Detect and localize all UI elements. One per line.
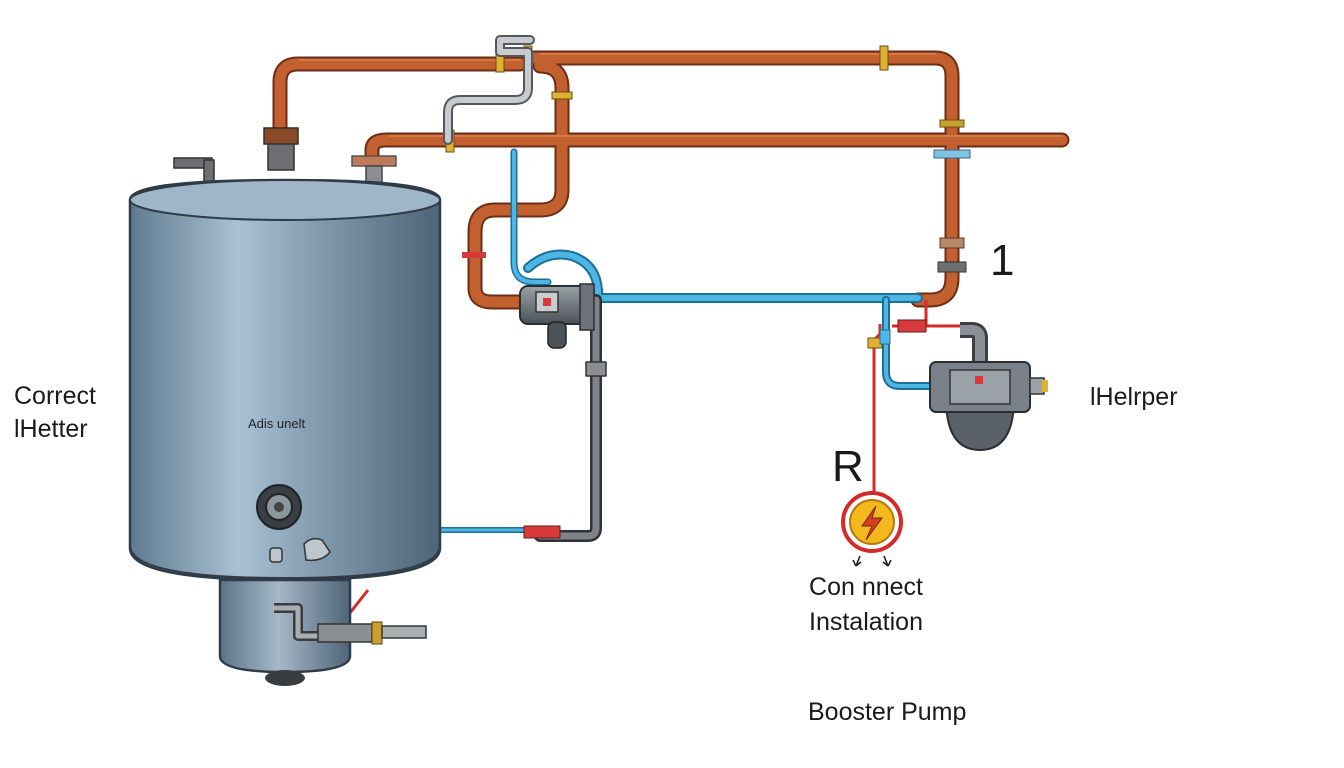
grey-supply-pipe <box>534 294 607 542</box>
cold-water-lines <box>437 148 934 533</box>
helper-label: lHelrper <box>1090 383 1178 411</box>
booster-pump-label: Booster Pump <box>808 698 967 726</box>
connect-label-line1: Con nnect <box>809 573 923 601</box>
water-heater-tank <box>128 157 442 686</box>
r-marker: R <box>832 442 864 491</box>
connect-label-line2: Instalation <box>809 608 923 636</box>
tank-gauge-icon <box>256 484 302 530</box>
connect-installation-label: Con nnect Instalation <box>796 570 936 640</box>
pump-icon <box>929 361 1048 452</box>
circulation-pump <box>519 283 595 349</box>
grey-pipe-top <box>443 35 535 145</box>
valve-icon <box>269 537 331 563</box>
number-marker: 1 <box>990 236 1015 285</box>
pipe-fittings <box>263 45 971 273</box>
copper-pipes <box>272 50 1070 310</box>
water-heater-label-line1: Correct <box>14 382 96 410</box>
water-heater-label-line2: lHetter <box>14 415 88 443</box>
tank-label: Adis unelt <box>248 416 306 431</box>
water-heater-label: Correct lHetter <box>14 380 96 446</box>
pump-inlet-elbow <box>960 322 988 366</box>
lightning-icon <box>841 491 903 567</box>
wire-connectors <box>523 319 927 539</box>
